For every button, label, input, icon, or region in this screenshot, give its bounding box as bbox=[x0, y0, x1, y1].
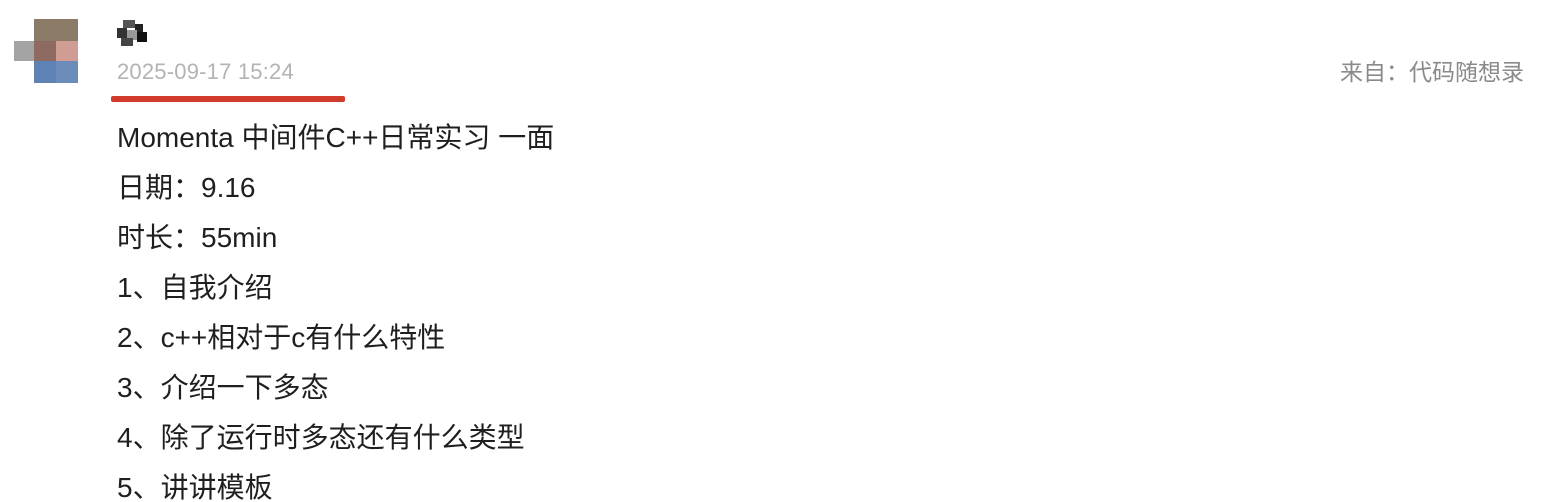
timestamp-underline-annotation bbox=[111, 96, 345, 102]
post-timestamp: 2025-09-17 15:24 bbox=[117, 59, 294, 84]
content-line-duration: 时长：55min bbox=[117, 222, 278, 253]
username-blurred[interactable] bbox=[117, 20, 147, 46]
content-line-question-1: 1、自我介绍 bbox=[117, 272, 273, 303]
content-line-question-5: 5、讲讲模板 bbox=[117, 472, 273, 502]
content-line-title: Momenta 中间件C++日常实习 一面 bbox=[117, 122, 555, 153]
avatar[interactable] bbox=[14, 19, 78, 83]
post-content: Momenta 中间件C++日常实习 一面 日期：9.16 时长：55min 1… bbox=[117, 113, 1497, 502]
content-line-question-3: 3、介绍一下多态 bbox=[117, 372, 329, 403]
content-line-date: 日期：9.16 bbox=[117, 172, 256, 203]
content-line-question-2: 2、c++相对于c有什么特性 bbox=[117, 322, 446, 353]
post-source: 来自：代码随想录 bbox=[1340, 59, 1524, 85]
content-line-question-4: 4、除了运行时多态还有什么类型 bbox=[117, 422, 525, 453]
